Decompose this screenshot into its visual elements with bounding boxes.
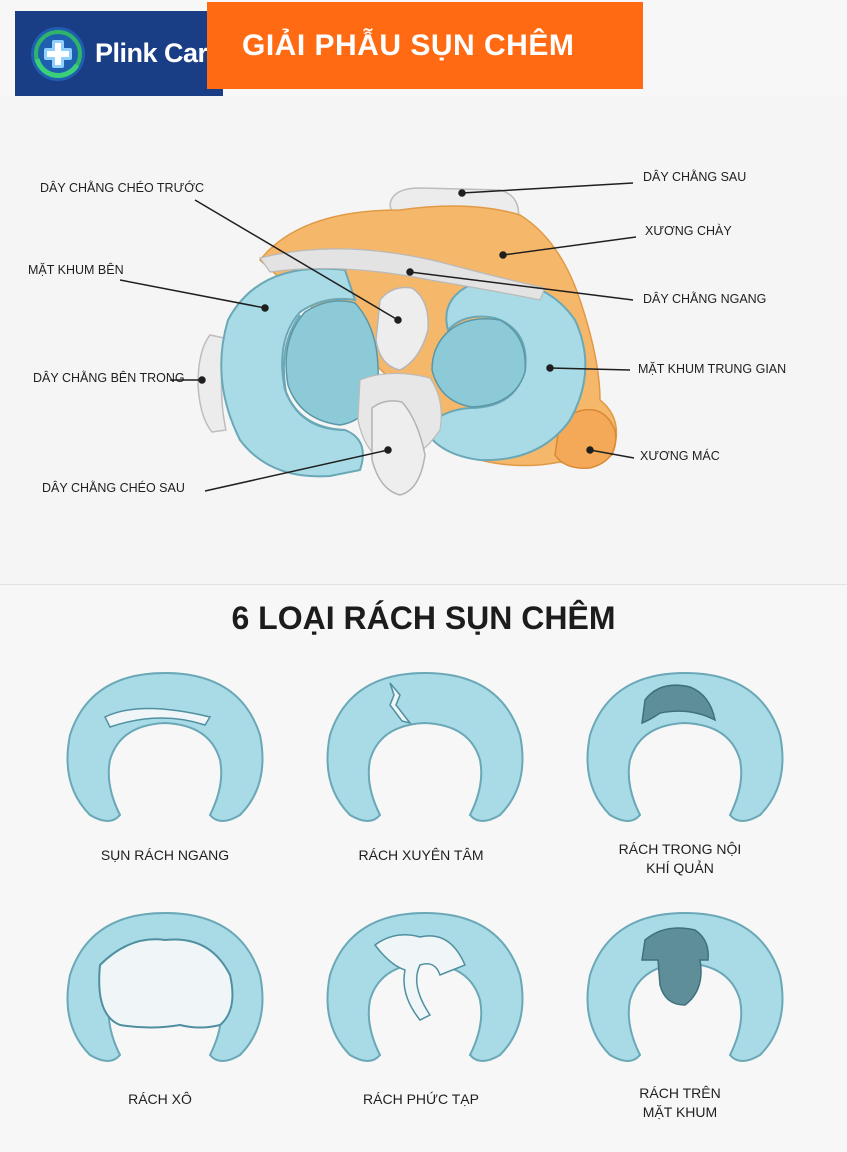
anterior-cruciate-ligament-shape: [375, 286, 429, 371]
tear-illustration-bucket: [586, 671, 784, 822]
tear-illustration-complex: [326, 911, 524, 1062]
tear-caption-4: RÁCH XÔ: [128, 1091, 192, 1107]
label-medial-collateral-ligament: DÂY CHẰNG BÊN TRONG: [33, 371, 185, 385]
label-posterior-cruciate-ligament: DÂY CHẰNG CHÉO SAU: [42, 481, 185, 495]
tear-illustration-radial: [326, 671, 524, 822]
brand-name: Plink Care: [95, 38, 223, 68]
tear-caption-1: SỤN RÁCH NGANG: [100, 847, 230, 863]
page-title: GIẢI PHẪU SỤN CHÊM: [242, 28, 575, 62]
label-fibula: XƯƠNG MÁC: [640, 449, 720, 463]
tear-caption-3: RÁCH TRONG NỘI KHÍ QUẢN: [618, 841, 742, 876]
posterior-cruciate-ligament-shape: [371, 400, 426, 496]
page-title-bar: GIẢI PHẪU SỤN CHÊM: [207, 2, 643, 89]
label-lateral-meniscus: MẶT KHUM BÊN: [28, 263, 124, 277]
label-anterior-cruciate-ligament: DÂY CHẰNG CHÉO TRƯỚC: [40, 181, 205, 195]
brand-logo: Plink Care: [15, 11, 223, 96]
transverse-ligament-shape: [258, 248, 546, 301]
meniscus-anatomy-illustration: [119, 182, 637, 496]
cross-logo-icon: [31, 26, 85, 81]
section-divider: [0, 584, 847, 585]
tears-title: 6 LOẠI RÁCH SỤN CHÊM: [231, 600, 616, 636]
label-medial-meniscus: MẶT KHUM TRUNG GIAN: [638, 362, 787, 376]
label-posterior-ligament: DÂY CHẰNG SAU: [643, 170, 747, 184]
tear-illustration-flap: [586, 911, 784, 1062]
tear-caption-6: RÁCH TRÊN MẶT KHUM: [639, 1085, 721, 1120]
tear-caption-5: RÁCH PHỨC TẠP: [363, 1091, 479, 1107]
tear-caption-2: RÁCH XUYÊN TÂM: [358, 847, 484, 863]
label-tibia: XƯƠNG CHÀY: [645, 224, 732, 238]
label-transverse-ligament: DÂY CHẰNG NGANG: [643, 292, 767, 306]
tear-illustration-horizontal: [66, 671, 264, 822]
tear-illustration-degenerative: [66, 911, 264, 1062]
lateral-meniscus-shape: [220, 267, 364, 478]
